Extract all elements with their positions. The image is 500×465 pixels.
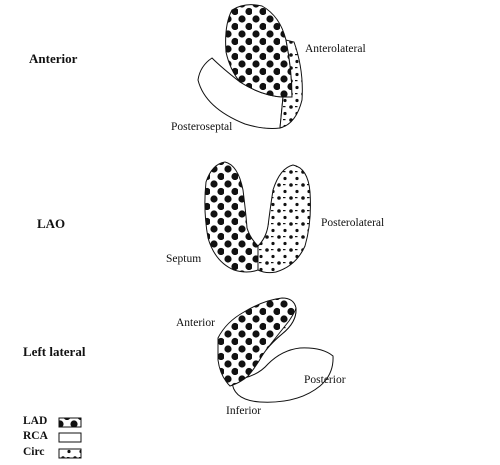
legend-swatch-rca xyxy=(58,432,82,443)
legend-swatches xyxy=(58,417,82,459)
anterior-view-shape xyxy=(197,4,303,129)
view-label-anterior: Anterior xyxy=(29,51,78,66)
legend-swatch-circ xyxy=(58,448,82,459)
lao-lad-region xyxy=(204,161,259,273)
left-lateral-circ-region xyxy=(265,307,297,351)
lao-circ-region xyxy=(257,164,311,274)
region-label-inferior: Inferior xyxy=(226,405,262,417)
anterior-circ-region xyxy=(279,39,303,129)
region-label-posterolateral: Posterolateral xyxy=(321,217,385,229)
legend-label-rca: RCA xyxy=(23,430,48,442)
left-lateral-view-shape xyxy=(217,297,334,403)
left-lateral-rca-region xyxy=(231,347,334,403)
region-label-septum: Septum xyxy=(166,253,202,265)
region-label-anterior: Anterior xyxy=(176,317,215,329)
region-label-anterolateral: Anterolateral xyxy=(305,43,366,55)
legend-label-lad: LAD xyxy=(23,415,48,427)
lao-view-shape xyxy=(204,161,311,274)
legend-label-circ: Circ xyxy=(23,446,45,458)
legend-swatch-lad xyxy=(58,417,82,428)
region-label-posterior: Posterior xyxy=(304,374,346,386)
view-label-lao: LAO xyxy=(37,216,66,231)
region-label-posteroseptal: Posteroseptal xyxy=(171,121,233,133)
view-label-left-lateral: Left lateral xyxy=(23,344,86,359)
